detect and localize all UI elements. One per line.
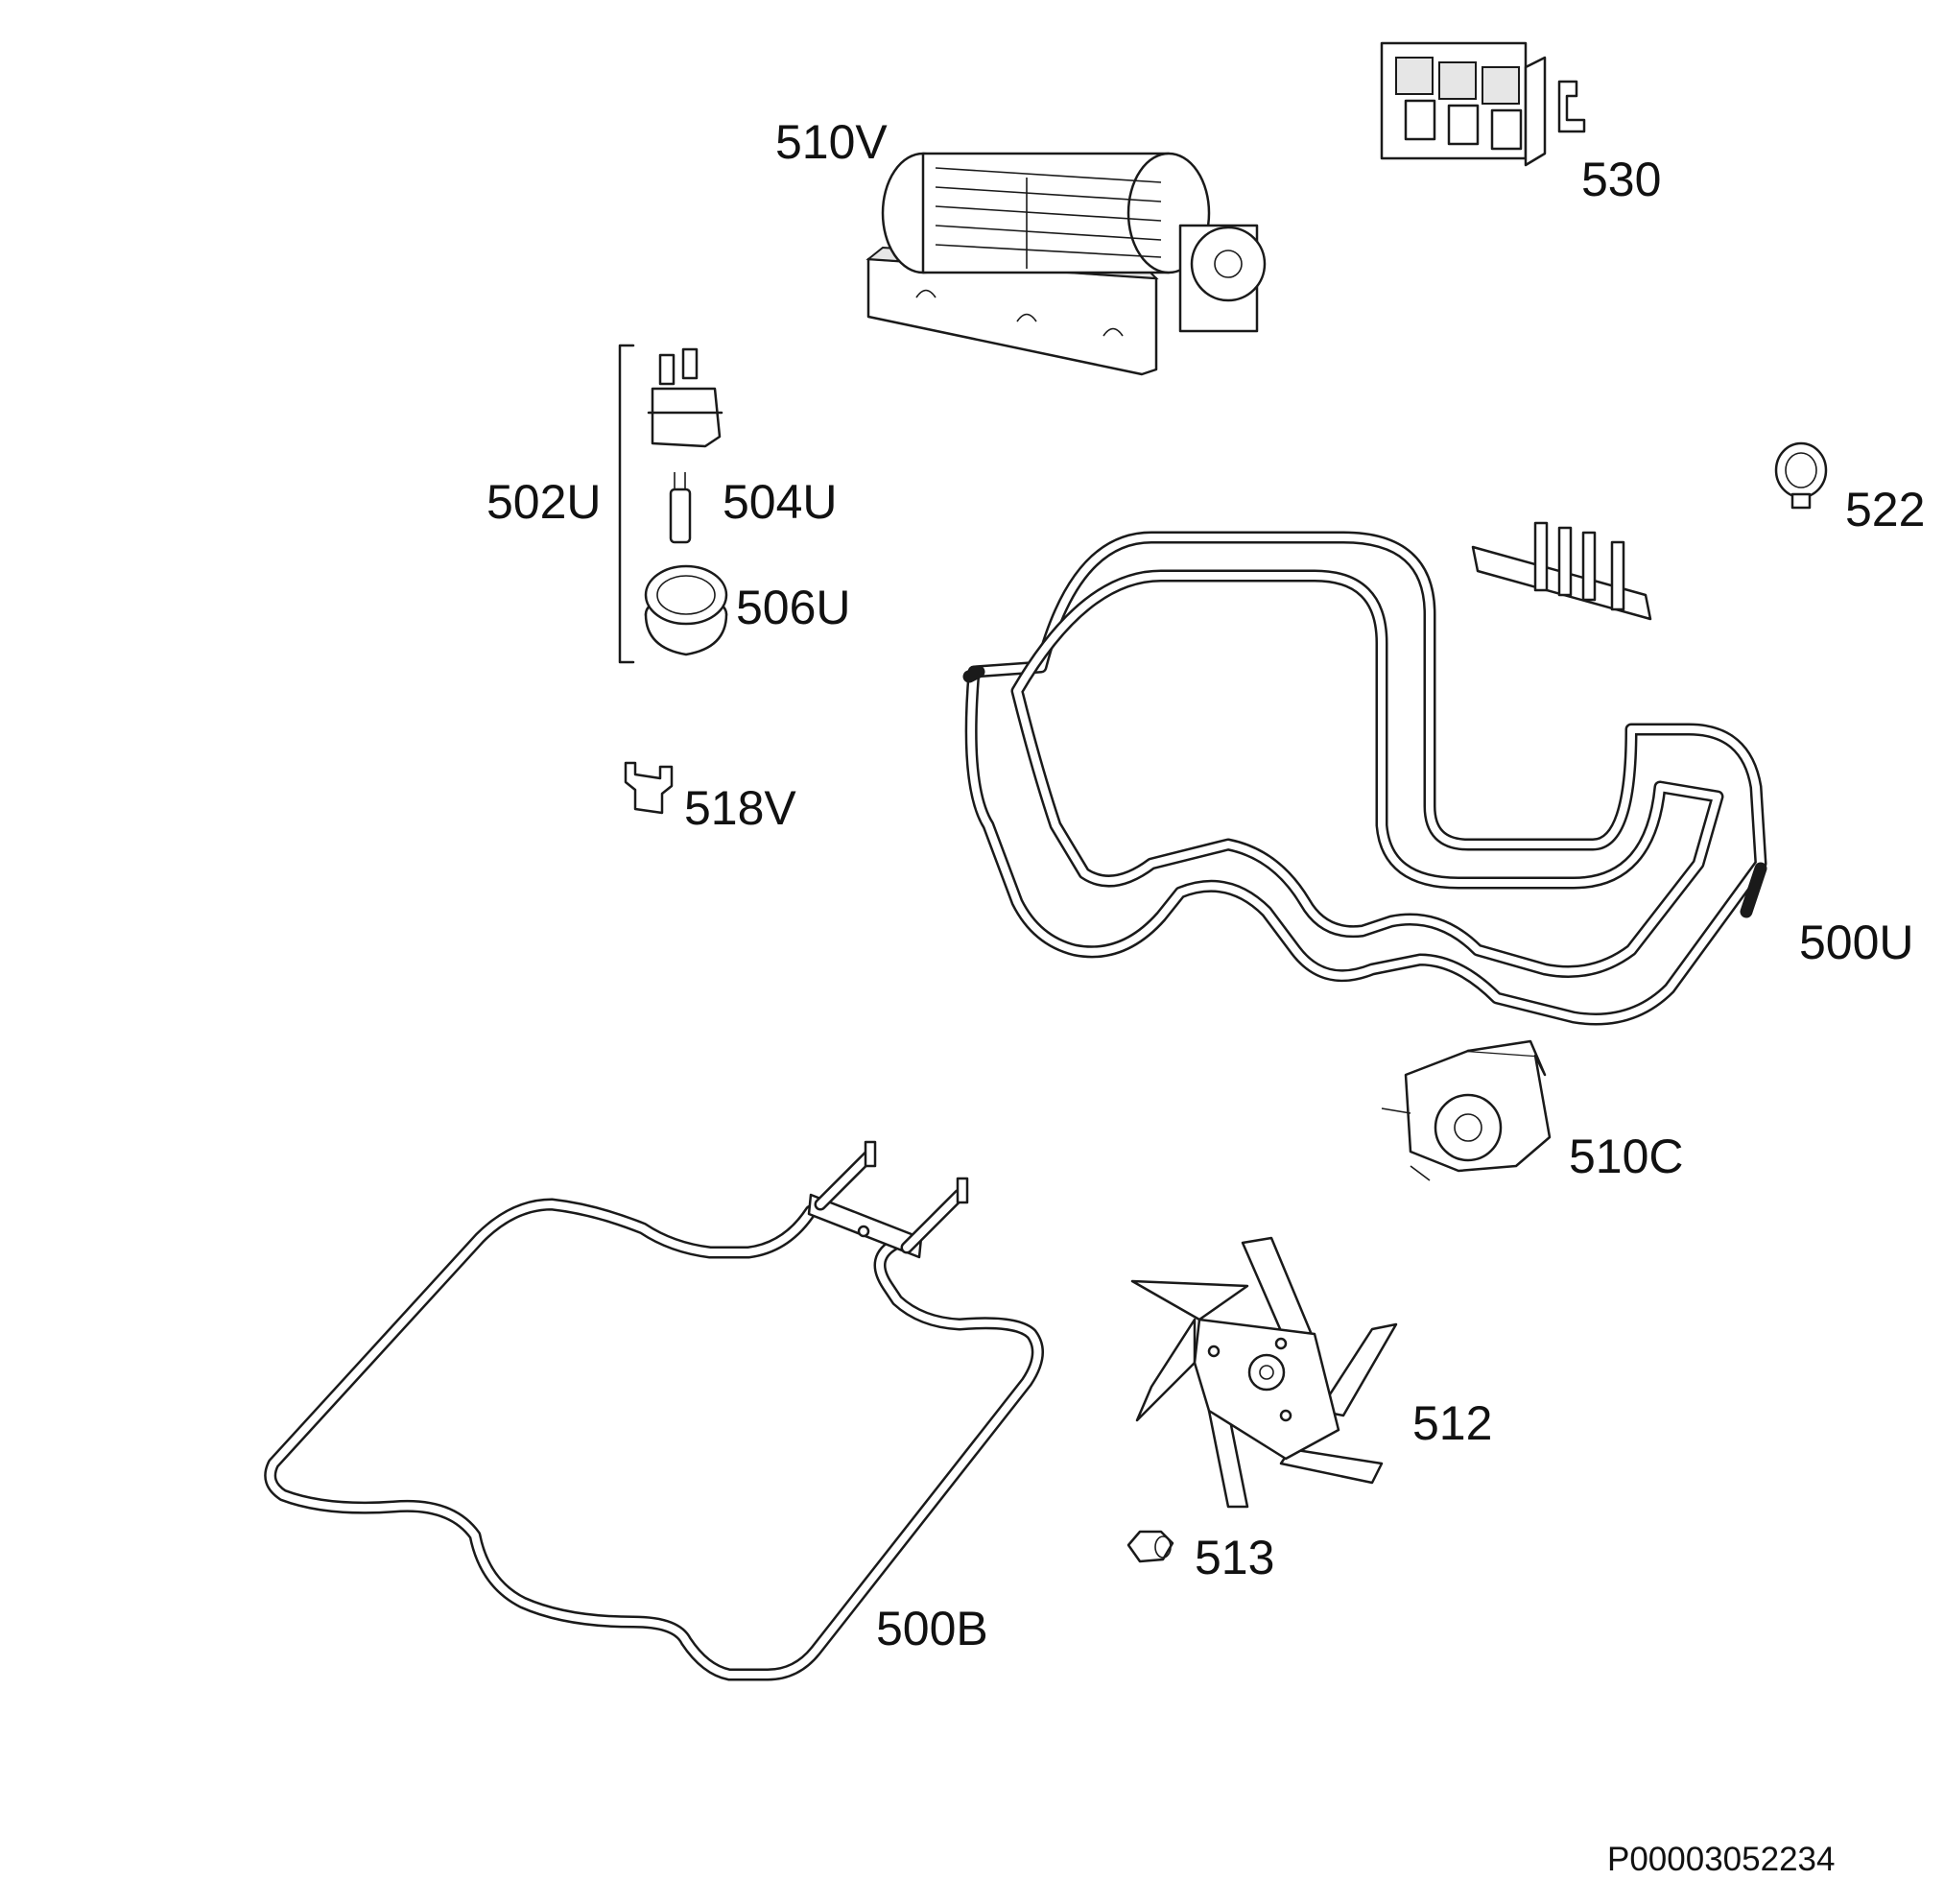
reference-code: P00003052234 (1607, 1841, 1836, 1878)
label-512: 512 (1412, 1396, 1493, 1450)
part-510V-tangential-fan (865, 152, 1267, 376)
label-502U: 502U (486, 475, 602, 529)
label-504U: 504U (723, 475, 838, 529)
part-522-clamp (1774, 441, 1828, 510)
label-510C: 510C (1569, 1130, 1684, 1183)
part-500B-lower-heating-element (264, 1140, 1044, 1681)
part-504U-bulb (669, 472, 692, 544)
label-510V: 510V (775, 115, 888, 169)
part-512-fan-blade (1130, 1236, 1398, 1509)
label-518V: 518V (684, 781, 796, 835)
label-500U: 500U (1799, 916, 1914, 969)
part-513-nut (1126, 1530, 1174, 1563)
part-506U-lamp-cover (644, 564, 728, 656)
part-510C-fan-motor (1381, 1039, 1552, 1181)
label-513: 513 (1195, 1531, 1275, 1584)
part-502U-lamp-holder (647, 347, 723, 448)
part-518V-clip (624, 761, 674, 815)
part-500U-upper-heating-element (962, 521, 1767, 1026)
label-522: 522 (1845, 483, 1926, 536)
label-500B: 500B (876, 1602, 988, 1655)
label-506U: 506U (736, 581, 851, 634)
label-530: 530 (1581, 153, 1662, 206)
part-530-terminal-block (1380, 41, 1586, 167)
part-502U-bracket (618, 344, 635, 664)
